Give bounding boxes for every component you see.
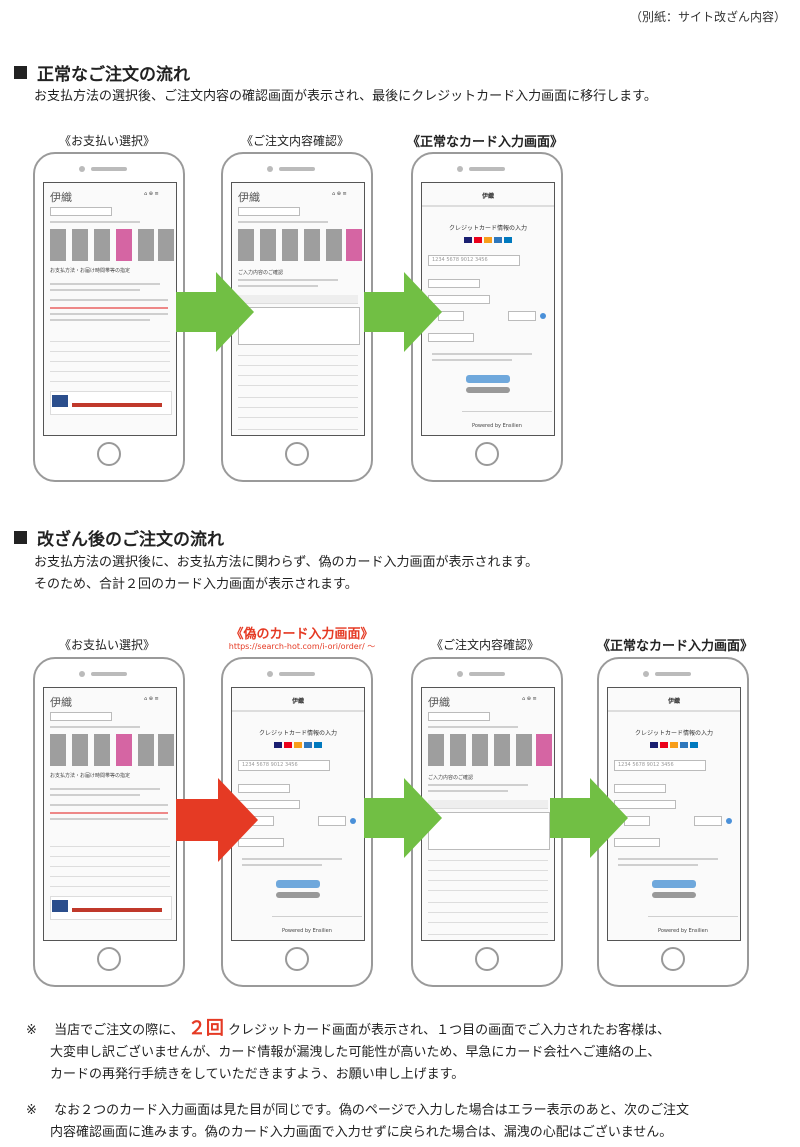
caption-payment-select-2: 《お支払い選択》 bbox=[58, 638, 155, 652]
caption-order-confirm: 《ご注文内容確認》 bbox=[240, 134, 349, 148]
card-number-placeholder: 1234 5678 9012 3456 bbox=[432, 257, 488, 263]
square-bullet-icon bbox=[14, 531, 27, 544]
note-2: ※ なお２つのカード入力画面は見た目が同じです。偽のページで入力した場合はエラー… bbox=[26, 1103, 690, 1140]
phone-real-card: 伊織 クレジットカード情報の入力 1234 5678 9012 3456 Pow… bbox=[411, 152, 563, 482]
confirm-screen-title: ご入力内容のご確認 bbox=[238, 270, 284, 276]
real-card-screen: 伊織 クレジットカード情報の入力 1234 5678 9012 3456 Pow… bbox=[421, 182, 555, 436]
phone-order-confirm: 伊織 ⌂ ⊕ ≡ ご入力内容のご確認 bbox=[221, 152, 373, 482]
section2-desc1: お支払方法の選択後に、お支払方法に関わらず、偽のカード入力画面が表示されます。 bbox=[34, 555, 539, 570]
phone-payment-select: 伊織 ⌂ ⊕ ≡ お支払方法・お届け時間帯等の指定 bbox=[33, 152, 185, 482]
arrow-right-icon bbox=[364, 272, 442, 352]
powered-by: Powered by Ensilien bbox=[472, 423, 522, 429]
note-1: ※ 当店でご注文の際に、 ２回 クレジットカード画面が表示され、１つ目の画面でご… bbox=[26, 1018, 671, 1082]
payment-select-screen: 伊織 ⌂ ⊕ ≡ お支払方法・お届け時間帯等の指定 bbox=[43, 182, 177, 436]
caption-payment-select: 《お支払い選択》 bbox=[58, 134, 155, 148]
home-icon: ⌂ ⊕ ≡ bbox=[144, 191, 159, 197]
caption-fake-card: 《偽のカード入力画面》 bbox=[230, 627, 374, 642]
fake-url: https://search-hot.com/i-ori/order/ 〜 bbox=[228, 642, 376, 651]
arrow-right-icon bbox=[364, 778, 442, 858]
card-section-title: クレジットカード情報の入力 bbox=[448, 225, 527, 232]
section2-desc2: そのため、合計２回のカード入力画面が表示されます。 bbox=[34, 577, 358, 592]
payment-screen-title: お支払方法・お届け時間帯等の指定 bbox=[50, 268, 131, 274]
square-bullet-icon bbox=[14, 66, 27, 79]
count-emphasis: ２回 bbox=[187, 1018, 224, 1039]
caption-real-card-2: 《正常なカード入力画面》 bbox=[596, 639, 753, 654]
order-confirm-screen: 伊織 ⌂ ⊕ ≡ ご入力内容のご確認 bbox=[231, 182, 365, 436]
appendix-note: （別紙：サイト改ざん内容） bbox=[629, 10, 786, 24]
fake-card-screen: 伊織 クレジットカード情報の入力 1234 5678 9012 3456 Pow… bbox=[231, 687, 365, 941]
phone-payment-select-2: 伊織 ⌂ ⊕ ≡ お支払方法・お届け時間帯等の指定 bbox=[33, 657, 185, 987]
card-header: 伊織 bbox=[481, 193, 494, 200]
shop-logo: 伊織 bbox=[50, 191, 72, 204]
section1-title: 正常なご注文の流れ bbox=[14, 60, 190, 85]
arrow-right-icon bbox=[550, 778, 628, 858]
section2-title: 改ざん後のご注文の流れ bbox=[14, 525, 224, 550]
section2-title-text: 改ざん後のご注文の流れ bbox=[37, 530, 224, 550]
arrow-right-icon bbox=[176, 272, 254, 352]
caption-real-card: 《正常なカード入力画面》 bbox=[406, 135, 563, 150]
section1-desc: お支払方法の選択後、ご注文内容の確認画面が表示され、最後にクレジットカード入力画… bbox=[34, 89, 657, 104]
section1-title-text: 正常なご注文の流れ bbox=[37, 65, 190, 85]
caption-order-confirm-2: 《ご注文内容確認》 bbox=[430, 638, 539, 652]
arrow-right-red-icon bbox=[176, 778, 258, 862]
phone-order-confirm-2: 伊織 ⌂ ⊕ ≡ ご入力内容のご確認 bbox=[411, 657, 563, 987]
